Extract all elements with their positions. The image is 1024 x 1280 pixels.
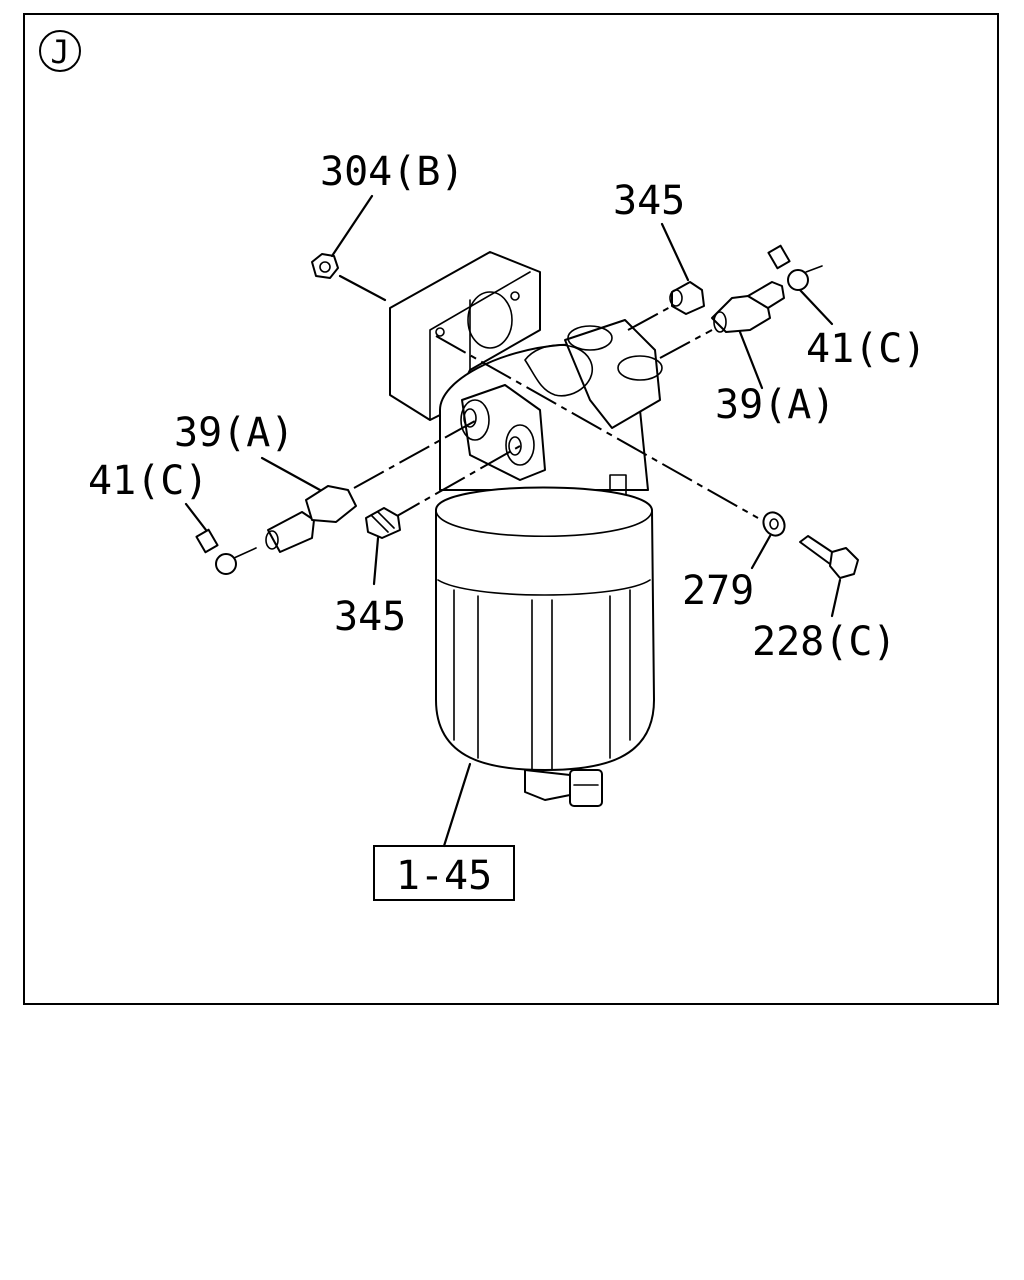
callout-washer: 279 bbox=[682, 568, 754, 614]
head-boss-right bbox=[564, 319, 661, 429]
callout-bracket-nut: 304(B) bbox=[320, 149, 465, 195]
clip-41c-left bbox=[195, 528, 257, 575]
head-boss-left bbox=[461, 384, 546, 481]
callout-clip-right: 41(C) bbox=[806, 326, 926, 372]
assembly-ref-box bbox=[373, 845, 515, 901]
plug-345-top bbox=[669, 281, 705, 315]
view-letter: J bbox=[50, 33, 69, 71]
fitting-39a-left bbox=[265, 485, 357, 553]
clip-41c-right bbox=[767, 244, 823, 291]
callout-plug-left: 345 bbox=[334, 594, 406, 640]
callout-clip-left: 41(C) bbox=[88, 458, 208, 504]
nut-304b bbox=[311, 253, 339, 279]
callout-plug-top: 345 bbox=[613, 178, 685, 224]
callout-bolt: 228(C) bbox=[752, 619, 897, 665]
callout-fitting-left: 39(A) bbox=[174, 410, 294, 456]
plug-345-left bbox=[365, 507, 401, 539]
fitting-39a-right bbox=[711, 281, 785, 333]
washer-279 bbox=[762, 511, 786, 537]
view-marker: J bbox=[39, 30, 81, 72]
bolt-228c bbox=[799, 535, 859, 579]
filter-bowl bbox=[435, 486, 655, 771]
drain-plug bbox=[524, 769, 571, 801]
assembly-ref[interactable]: 1-45 bbox=[396, 853, 492, 899]
diagram-frame bbox=[23, 13, 999, 1005]
callout-fitting-right: 39(A) bbox=[715, 382, 835, 428]
fuel-filter-assembly bbox=[389, 251, 663, 807]
